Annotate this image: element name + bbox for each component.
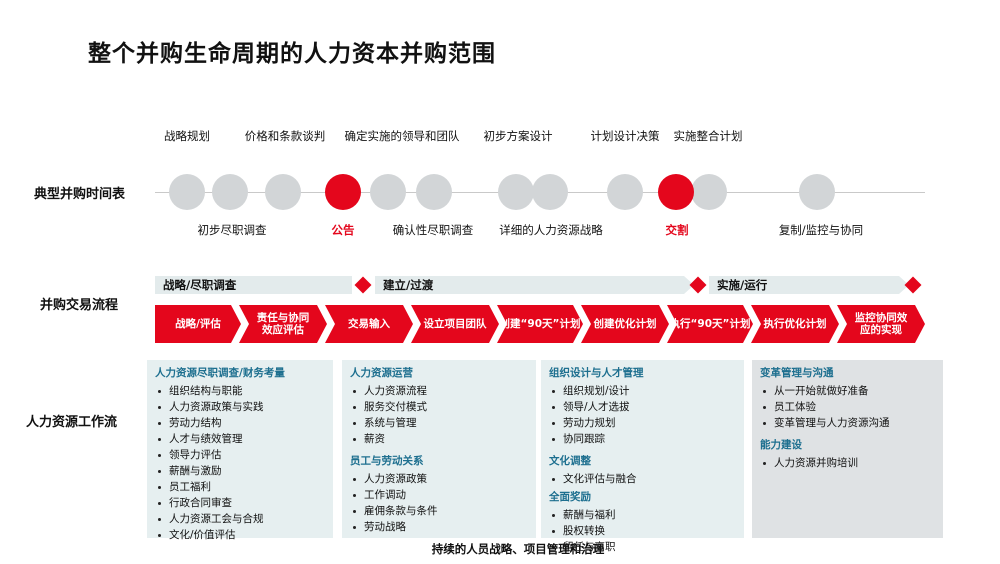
timeline-bottom-label: 详细的人力资源战略	[499, 223, 603, 237]
phase-band-execution: 实施/运行	[709, 276, 899, 294]
timeline-milestone-dot	[212, 174, 248, 210]
timeline-milestone-dot	[498, 174, 534, 210]
workstream-item: 劳动战略	[350, 519, 528, 535]
process-step: 创建“90天”计划	[497, 305, 583, 343]
workstream-column-change-management: 变革管理与沟通 从一开始就做好准备 员工体验 变革管理与人力资源沟通 能力建设 …	[752, 360, 943, 538]
workstream-item: 劳动力规划	[549, 415, 736, 431]
workstream-item: 人力资源政策	[350, 471, 528, 487]
workstream-item: 雇佣条款与条件	[350, 503, 528, 519]
phase-band-arrow	[899, 276, 909, 294]
workstream-item: 文化评估与融合	[549, 471, 736, 487]
timeline-milestone-dot	[169, 174, 205, 210]
workstream-item: 薪酬与激励	[155, 463, 325, 479]
workstream-item: 服务交付模式	[350, 399, 528, 415]
timeline-milestone-dot	[416, 174, 452, 210]
row-label-timeline: 典型并购时间表	[34, 187, 126, 202]
workstream-heading: 人力资源尽职调查/财务考量	[155, 367, 285, 379]
workstream-heading: 人力资源运营	[350, 367, 413, 379]
timeline-top-label: 价格和条款谈判	[244, 129, 326, 143]
workstream-item: 劳动力结构	[155, 415, 325, 431]
workstream-column-due-diligence: 人力资源尽职调查/财务考量 组织结构与职能 人力资源政策与实践 劳动力结构 人才…	[147, 360, 333, 541]
row-label-process: 并购交易流程	[40, 298, 119, 313]
workstream-item: 领导/人才选拔	[549, 399, 736, 415]
timeline-top-label: 实施整合计划	[673, 129, 743, 143]
workstream-item: 系统与管理	[350, 415, 528, 431]
workstream-item: 人力资源政策与实践	[155, 399, 325, 415]
workstream-item: 人才与绩效管理	[155, 431, 325, 447]
process-step: 战略/评估	[155, 305, 241, 343]
timeline-bottom-label: 确认性尽职调查	[392, 223, 474, 237]
footer-text: 持续的人员战略、项目管理和治理	[431, 542, 605, 556]
workstream-heading: 变革管理与沟通	[760, 367, 834, 379]
workstream-item: 股权转换	[549, 523, 736, 539]
workstream-item: 人力资源并购培训	[760, 455, 935, 471]
workstream-item: 文化/价值评估	[155, 527, 325, 543]
process-step: 交易输入	[325, 305, 413, 343]
process-step: 监控协同效应的实现	[837, 305, 925, 343]
timeline-bottom-label-closing: 交割	[665, 223, 689, 237]
workstream-item: 员工福利	[155, 479, 325, 495]
process-step: 执行优化计划	[751, 305, 839, 343]
timeline-bottom-label: 复制/监控与协同	[778, 223, 864, 237]
timeline-milestone-dot	[691, 174, 727, 210]
phase-gate-diamond	[354, 276, 372, 294]
workstream-item: 人力资源工会与合规	[155, 511, 325, 527]
phase-band-setup: 建立/过渡	[375, 276, 684, 294]
page-title: 整个并购生命周期的人力资本并购范围	[88, 41, 496, 67]
workstream-item: 行政合同审查	[155, 495, 325, 511]
timeline-milestone-dot	[532, 174, 568, 210]
workstream-column-org-design: 组织设计与人才管理 组织规划/设计 领导/人才选拔 劳动力规划 协同跟踪 文化调…	[541, 360, 744, 553]
process-chevron-row: 战略/评估 责任与协同效应评估 交易输入 设立项目团队 创建“90天”计划 创建…	[155, 305, 925, 343]
timeline-bottom-label: 初步尽职调查	[197, 223, 267, 237]
phase-band-strategy: 战略/尽职调查	[155, 276, 352, 294]
process-step: 责任与协同效应评估	[239, 305, 327, 343]
timeline-milestone-dot	[607, 174, 643, 210]
workstream-item: 员工体验	[760, 399, 935, 415]
process-step: 执行“90天”计划	[667, 305, 753, 343]
timeline-bottom-label-announcement: 公告	[331, 223, 355, 237]
process-step: 创建优化计划	[581, 305, 669, 343]
workstream-heading: 组织设计与人才管理	[549, 367, 644, 379]
timeline-milestone-dot	[370, 174, 406, 210]
timeline-milestone-dot	[799, 174, 835, 210]
timeline-top-label: 初步方案设计	[483, 129, 553, 143]
workstream-item: 领导力评估	[155, 447, 325, 463]
phase-band-arrow	[684, 276, 694, 294]
timeline-top-label: 计划设计决策	[590, 129, 660, 143]
timeline-milestone-dot-closing	[658, 174, 694, 210]
workstream-item: 组织规划/设计	[549, 383, 736, 399]
workstream-item: 组织结构与职能	[155, 383, 325, 399]
workstream-item: 工作调动	[350, 487, 528, 503]
workstream-heading: 员工与劳动关系	[350, 455, 424, 467]
workstream-heading: 文化调整	[549, 455, 591, 467]
row-label-workstreams: 人力资源工作流	[26, 415, 118, 430]
workstream-heading: 全面奖励	[549, 491, 591, 503]
workstream-item: 薪酬与福利	[549, 507, 736, 523]
timeline-top-label: 确定实施的领导和团队	[344, 129, 460, 143]
timeline-milestone-dot	[265, 174, 301, 210]
workstream-item: 变革管理与人力资源沟通	[760, 415, 935, 431]
workstream-item: 协同跟踪	[549, 431, 736, 447]
workstream-item: 留任与离职	[549, 539, 736, 555]
footer-caption: 持续的人员战略、项目管理和治理	[0, 541, 1000, 557]
workstream-item: 薪资	[350, 431, 528, 447]
workstream-column-operations: 人力资源运营 人力资源流程 服务交付模式 系统与管理 薪资 员工与劳动关系 人力…	[342, 360, 536, 538]
timeline-milestone-dot-announcement	[325, 174, 361, 210]
workstream-item: 从一开始就做好准备	[760, 383, 935, 399]
workstream-item: 人力资源流程	[350, 383, 528, 399]
process-step: 设立项目团队	[411, 305, 499, 343]
workstream-heading: 能力建设	[760, 439, 802, 451]
timeline-top-label: 战略规划	[164, 129, 210, 143]
